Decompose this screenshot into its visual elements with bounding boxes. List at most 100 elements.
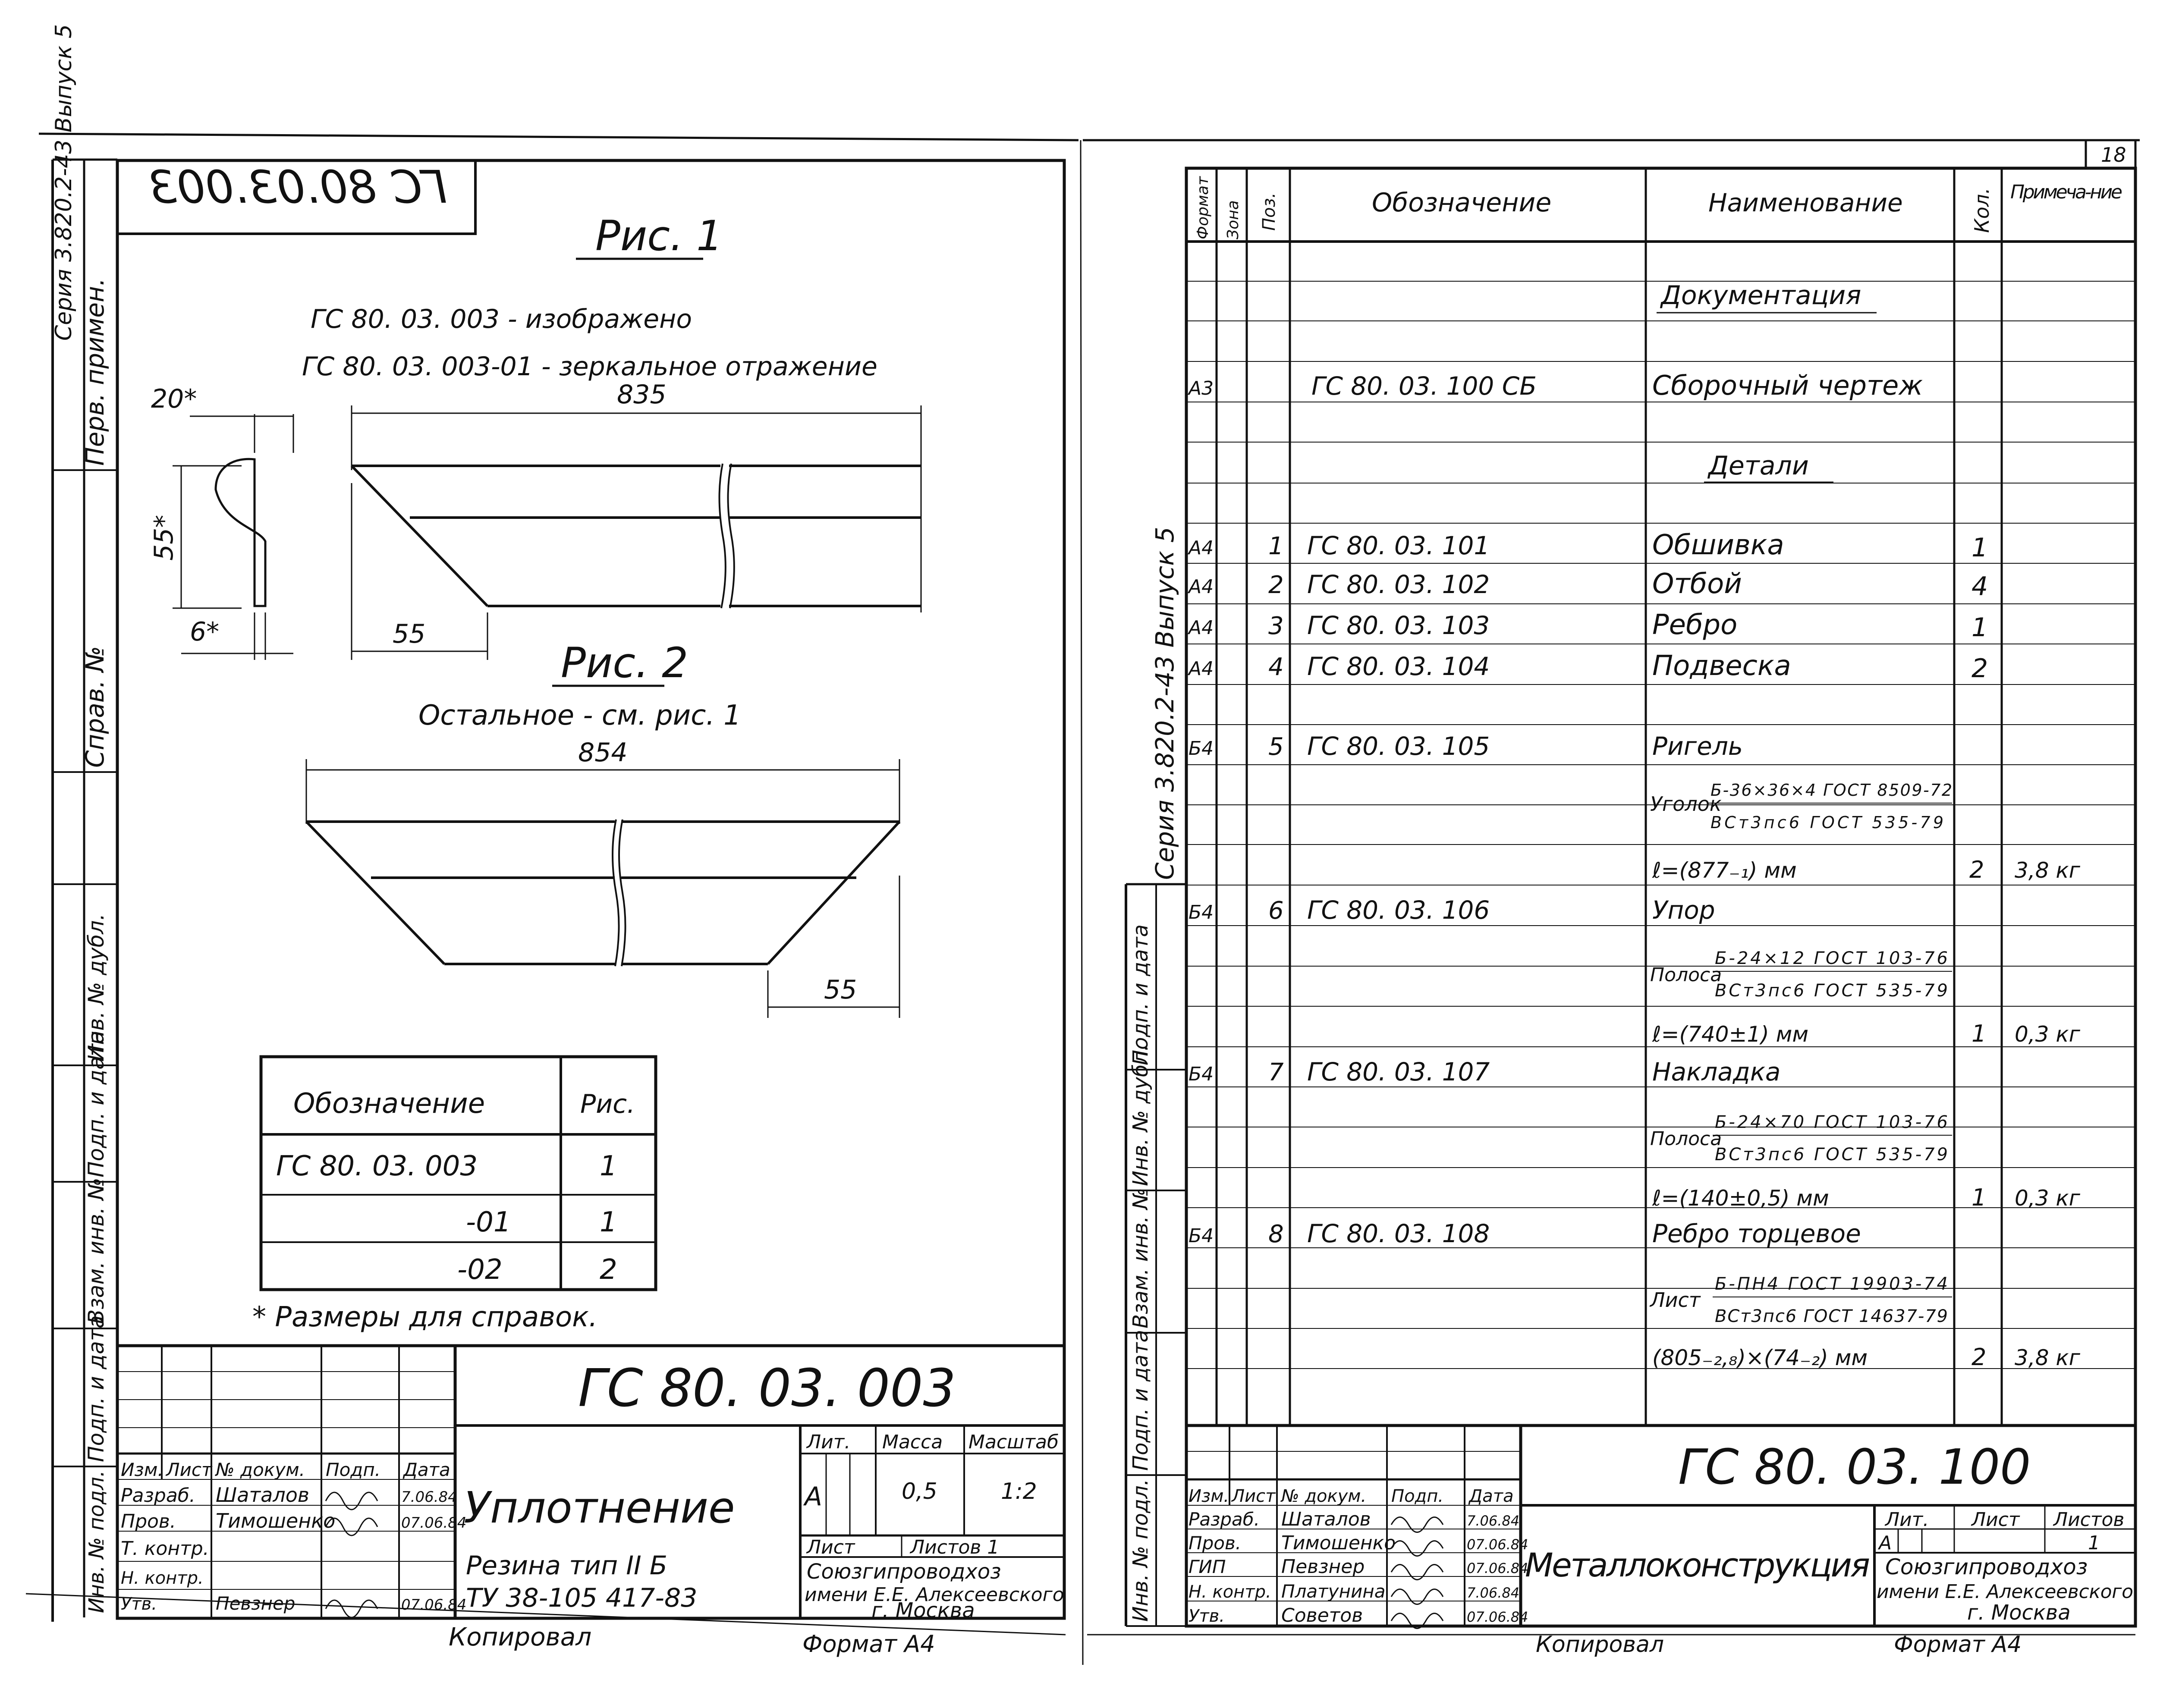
spec-qty: 1: [1971, 1020, 1986, 1047]
spec-note: 0,3 кг: [2015, 1022, 2081, 1047]
side-label-inv-dubl: Инв. № дубл.: [84, 914, 109, 1061]
signature-1: [325, 1491, 378, 1510]
spec-qty: 1: [1971, 612, 1988, 643]
left-tb-material-2: ТУ 38-105 417-83: [466, 1583, 697, 1613]
dim-835: 835: [617, 380, 667, 410]
mat-bot: ВСт3пс6 ГОСТ 535-79: [1715, 981, 1948, 1001]
signature-2: [325, 1517, 378, 1536]
right-side-podp2: Подп. и дата: [1129, 1330, 1153, 1471]
spec-code: ГС 80. 03. 100 СБ: [1311, 371, 1537, 401]
spec-name: Ребро торцевое: [1652, 1219, 1861, 1248]
left-tb-name: Уплотнение: [464, 1482, 735, 1533]
len: ℓ=(877₋₁) мм: [1652, 858, 1797, 883]
table-header-designation: Обозначение: [293, 1088, 485, 1120]
list-item: А4 1 ГС 80. 03. 101 Обшивка 1: [1187, 529, 1988, 563]
spec-note: 3,8 кг: [2015, 1345, 2081, 1370]
section-parts: Детали: [1707, 451, 1809, 481]
spec-note: 0,3 кг: [2015, 1186, 2081, 1211]
right-tb-sheets-label: Листов: [2053, 1509, 2124, 1531]
side-series: Серия 3.820.2-43 Выпуск 5: [51, 24, 77, 341]
right-series: Серия 3.820.2-43 Выпуск 5: [1150, 527, 1179, 880]
dim-55-vertical: 55*: [149, 515, 179, 561]
right-tb-name: Металлоконструкция: [1525, 1546, 1870, 1584]
left-tb-lit: А: [803, 1482, 822, 1512]
signature-5: [1390, 1613, 1444, 1629]
mat-bot: ВСт3пс6 ГОСТ 535-79: [1715, 1145, 1948, 1165]
spec-code: ГС 80. 03. 105: [1307, 732, 1490, 761]
left-tb-col-date: Дата: [402, 1459, 450, 1480]
list-item: А4 4 ГС 80. 03. 104 Подвеска 2: [1187, 650, 1988, 684]
signature-4: [1390, 1589, 1444, 1605]
right-tb-name-3: Певзнер: [1281, 1556, 1365, 1578]
spec-qty: 4: [1971, 571, 1988, 602]
fig1-note-1: ГС 80. 03. 003 - изображено: [311, 304, 692, 334]
right-tb-org-3: г. Москва: [1967, 1601, 2071, 1625]
fig1-note-2: ГС 80. 03. 003-01 - зеркальное отражение: [302, 352, 877, 382]
table-row-1-code: ГС 80. 03. 003: [276, 1150, 478, 1182]
signature-2: [1390, 1540, 1444, 1557]
left-title-block: Изм. Лист № докум. Подп. Дата Разраб. Пр…: [117, 1344, 1064, 1623]
spec-pos: 8: [1268, 1220, 1284, 1248]
len: ℓ=(740±1) мм: [1652, 1022, 1808, 1047]
right-sheet: 1 8 Серия 3.820.2-43 Выпуск 5 Подп. и дат…: [1083, 139, 2140, 1658]
left-tb-sheet-label: Лист: [806, 1536, 855, 1558]
spec-header-zone: Зона: [1224, 200, 1242, 239]
left-tb-name-2: Тимошенко: [216, 1509, 335, 1532]
table-header-fig: Рис.: [580, 1089, 635, 1119]
spec-name: Обшивка: [1652, 529, 1784, 561]
left-tb-date-2: 07.06.84: [401, 1514, 466, 1532]
side-label-inv-podl: Инв. № подл.: [85, 1470, 109, 1613]
right-tb-org-1: Союзгипроводхоз: [1885, 1554, 2088, 1579]
list-item: А4 2 ГС 80. 03. 102 Отбой 4: [1187, 568, 1988, 602]
table-row-2-fig: 1: [600, 1206, 617, 1238]
table-row-1-fig: 1: [600, 1150, 617, 1182]
mat-bot: ВСт3пс6 ГОСТ 535-79: [1711, 813, 1943, 832]
mat-top: Б-24×12 ГОСТ 103-76: [1715, 948, 1948, 968]
left-tb-org-2: имени Е.Е. Алексеевского: [805, 1584, 1064, 1606]
right-tb-lit-label: Лит.: [1884, 1509, 1929, 1531]
left-tb-scale: 1:2: [1001, 1479, 1037, 1504]
left-tb-lit-label: Лит.: [806, 1431, 850, 1453]
section-documentation: Документация: [1660, 280, 1861, 311]
spec-fmt: А4: [1187, 617, 1214, 639]
right-tb-col-doc: № докум.: [1280, 1486, 1366, 1506]
signature-1: [1390, 1516, 1444, 1533]
signature-5: [325, 1599, 378, 1618]
side-label-sprav: Справ. №: [80, 646, 110, 768]
spec-header-qty: Кол.: [1970, 188, 1993, 233]
spec-qty: 2: [1971, 653, 1988, 684]
len: ℓ=(140±0,5) мм: [1652, 1186, 1829, 1211]
spec-qty: 2: [1971, 1344, 1986, 1371]
left-tb-col-doc: № докум.: [215, 1459, 305, 1480]
list-item: Б4 6 ГС 80. 03. 106 Упор Полоса Б-24×12 …: [1189, 895, 2081, 1047]
right-tb-role-3: ГИП: [1189, 1556, 1226, 1577]
spec-header-note: Примеча-ние: [2010, 181, 2122, 203]
right-tb-role-4: Н. контр.: [1189, 1582, 1271, 1602]
spec-code: ГС 80. 03. 101: [1307, 531, 1490, 560]
fig2-note: Остальное - см. рис. 1: [418, 700, 741, 732]
mat-prefix: Уголок: [1650, 792, 1722, 816]
mat-bot: ВСт3пс6 ГОСТ 14637-79: [1715, 1306, 1948, 1326]
left-tb-mass-label: Масса: [882, 1431, 943, 1453]
list-item: Б4 8 ГС 80. 03. 108 Ребро торцевое Лист …: [1189, 1219, 2081, 1371]
spec-pos: 6: [1268, 897, 1284, 925]
right-tb-name-4: Платунина: [1281, 1581, 1385, 1602]
spec-pos: 5: [1268, 733, 1284, 761]
right-tb-date-4: 7.06.84: [1467, 1585, 1519, 1601]
side-label-perv: Перв. примен.: [80, 278, 110, 466]
spec-qty: 2: [1969, 856, 1984, 883]
spec-fmt: Б4: [1189, 1225, 1214, 1247]
side-label-podp1: Подп. и дата: [84, 1030, 109, 1177]
right-format: Формат А4: [1894, 1632, 2022, 1658]
right-tb-col-list: Лист: [1231, 1486, 1276, 1506]
left-tb-role-4: Н. контр.: [121, 1568, 204, 1588]
spec-name: Упор: [1652, 895, 1715, 925]
table-row-2-code: -01: [466, 1206, 511, 1238]
spec-pos: 3: [1268, 612, 1284, 640]
left-format: Формат А4: [802, 1630, 935, 1658]
right-tb-name-2: Тимошенко: [1281, 1532, 1396, 1554]
right-tb-col-izm: Изм.: [1189, 1486, 1229, 1506]
spec-pos: 2: [1268, 571, 1284, 599]
spec-note: 3,8 кг: [2015, 858, 2081, 883]
right-side-podp1: Подп. и дата: [1129, 924, 1153, 1065]
